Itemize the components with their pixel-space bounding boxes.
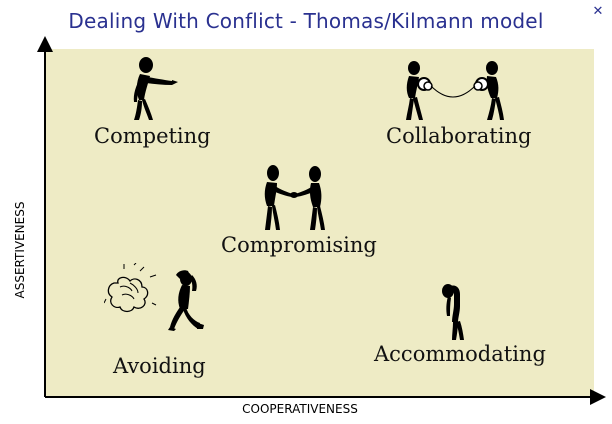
close-icon[interactable]: ✕	[592, 4, 604, 19]
style-label-avoiding: Avoiding	[113, 354, 206, 378]
y-axis-label: ASSERTIVENESS	[13, 201, 27, 299]
x-axis-label: COOPERATIVENESS	[242, 402, 358, 416]
style-label-compromising: Compromising	[221, 233, 377, 257]
style-label-competing: Competing	[94, 124, 211, 148]
style-label-accommodating: Accommodating	[374, 342, 546, 366]
two-figures-pulling-icon	[406, 61, 504, 120]
diagram-area	[45, 49, 594, 397]
bowing-figure-icon	[442, 284, 464, 340]
page-title: Dealing With Conflict - Thomas/Kilmann m…	[68, 9, 544, 33]
handshake-figures-icon	[264, 165, 325, 230]
cowering-figure-icon	[104, 263, 204, 331]
pointing-figure-icon	[133, 57, 178, 120]
style-label-collaborating: Collaborating	[386, 124, 532, 148]
